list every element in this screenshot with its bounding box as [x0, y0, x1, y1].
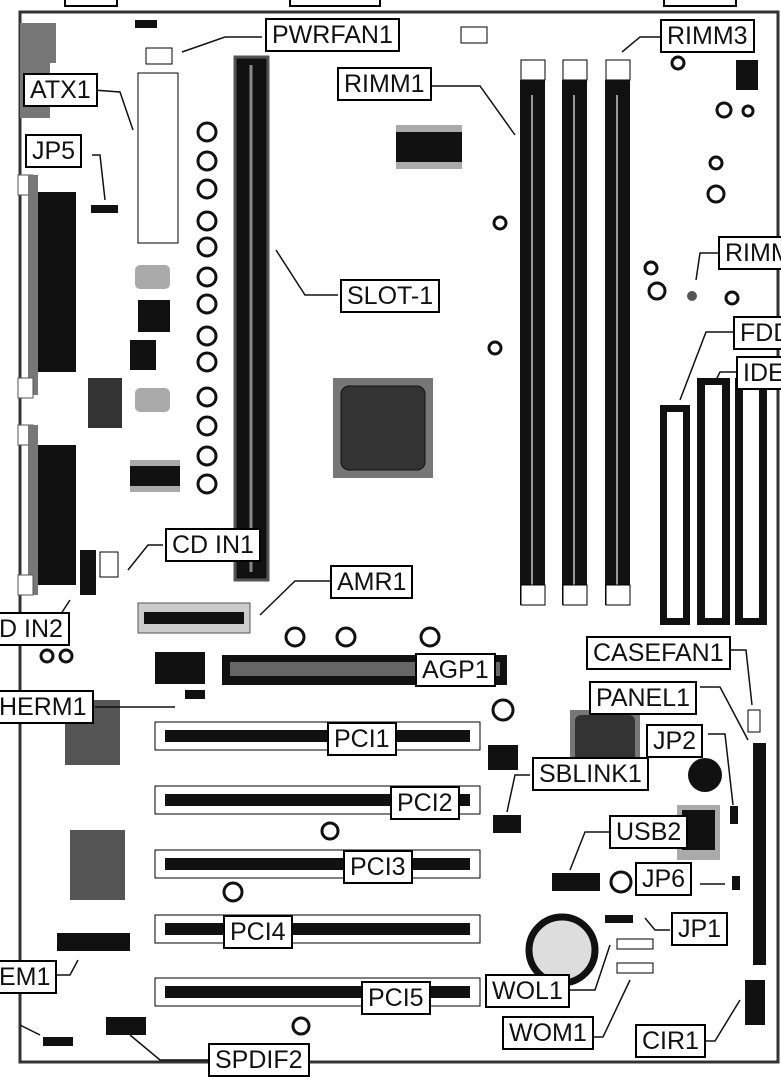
label-wom1: WOM1 [502, 1016, 594, 1050]
label-pci1: PCI1 [327, 722, 397, 756]
label-pci4: PCI4 [223, 915, 293, 949]
label-rimm3: RIMM3 [660, 19, 755, 53]
label-therm1: HERM1 [0, 690, 94, 724]
label-casefan1: CASEFAN1 [586, 636, 731, 670]
atx1-connector [137, 72, 179, 244]
label-sblink1: SBLINK1 [532, 757, 649, 791]
label-pci5: PCI5 [361, 981, 431, 1015]
label-jp2: JP2 [646, 724, 704, 758]
label-wol1: WOL1 [485, 974, 570, 1008]
label-pci3: PCI3 [343, 850, 413, 884]
label-jp6: JP6 [635, 862, 693, 896]
label-panel1: PANEL1 [589, 681, 698, 715]
leader-lines [19, 36, 753, 1061]
label-usb2: USB2 [609, 815, 689, 849]
label-slot-1: SLOT-1 [340, 279, 441, 313]
label-pci2: PCI2 [390, 786, 460, 820]
jumper-headers [43, 20, 766, 1046]
label-ide: IDE [736, 356, 781, 390]
label-agp1: AGP1 [415, 653, 496, 687]
label-jp5: JP5 [25, 134, 83, 168]
pci-slots [154, 721, 481, 1007]
drive-connectors [660, 378, 767, 625]
label-amr1: AMR1 [330, 565, 414, 599]
label-cir1: CIR1 [635, 1024, 706, 1058]
label-atx1: ATX1 [23, 73, 98, 107]
rimm-slots [520, 59, 631, 606]
label-aux-in2: D IN2 [0, 612, 70, 646]
label-jp1: JP1 [671, 912, 729, 946]
label-fdd: FDD [733, 316, 781, 350]
board-outline [18, 10, 780, 1064]
label-system-fan: EM1 [0, 960, 58, 994]
rear-io-ports [17, 23, 76, 596]
label-pwrfan1: PWRFAN1 [265, 18, 400, 52]
capacitors [39, 55, 755, 1036]
label-spdif2: SPDIF2 [208, 1043, 310, 1077]
label-rimm1: RIMM1 [337, 67, 432, 101]
label-rimm2: RIMM [718, 236, 781, 270]
label-cd-in1: CD IN1 [165, 528, 261, 562]
